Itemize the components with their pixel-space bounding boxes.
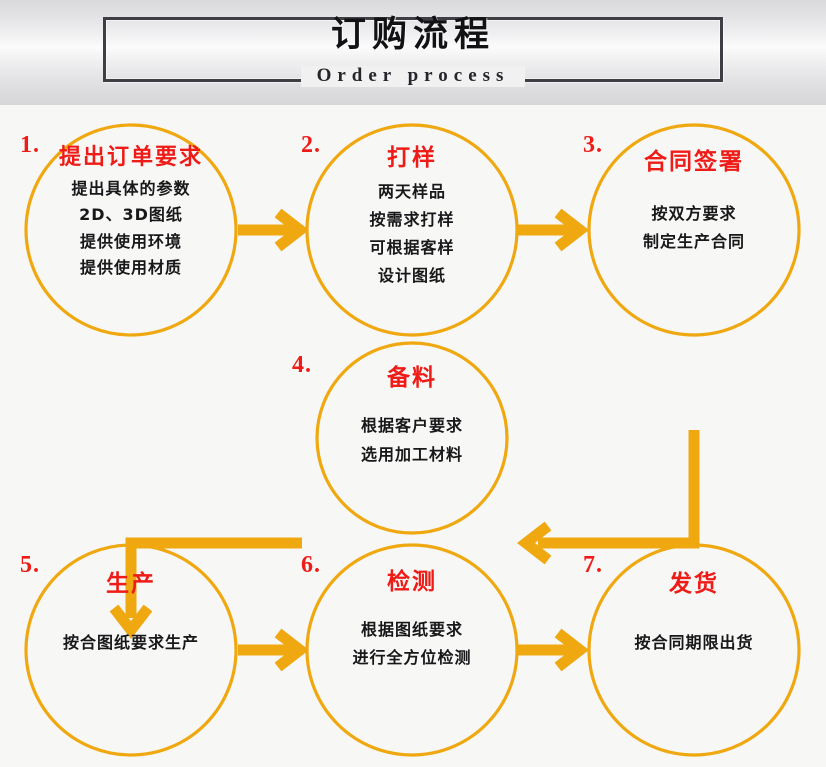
node-title-1: 提出订单要求 [58,145,203,170]
node-line: 按需求打样 [369,210,455,229]
node-line: 提出具体的参数 [71,179,191,198]
node-line: 根据图纸要求 [360,620,463,639]
flow-node-2[interactable]: 打样 两天样品 按需求打样 可根据客样 设计图纸 [307,125,517,335]
flow-node-6[interactable]: 检测 根据图纸要求 进行全方位检测 [307,545,517,755]
node-title-2: 打样 [387,145,437,171]
node-line: 制定生产合同 [642,232,745,251]
node-line: 提供使用材质 [79,258,182,278]
node-body-6: 根据图纸要求 进行全方位检测 [352,616,471,672]
step-number-3: 3. [583,132,603,158]
step-number-4: 4. [292,352,312,378]
step-number-2: 2. [301,132,321,158]
node-circle-3 [587,123,801,337]
node-line: 提供使用环境 [79,231,182,251]
step-number-7: 7. [583,552,603,578]
node-line: 根据客户要求 [360,416,463,435]
header-band: 订购流程 Order process [0,0,826,105]
page-title: 订购流程 [330,15,495,55]
node-circle-1 [24,123,238,337]
node-line: 进行全方位检测 [352,648,472,667]
node-circle-4 [315,341,509,535]
flow-node-3[interactable]: 合同签署 按双方要求 制定生产合同 [589,125,799,335]
node-line: 可根据客样 [369,238,455,257]
flow-node-5[interactable]: 生产 按合图纸要求生产 [26,545,236,755]
node-body-1: 提出具体的参数 2D、3D图纸 提供使用环境 提供使用材质 [71,176,190,282]
node-line: 按合同期限出货 [634,633,754,652]
step-number-5: 5. [20,552,40,578]
node-line: 选用加工材料 [360,444,463,464]
subtitle-row: Order process [0,65,826,87]
flow-node-7[interactable]: 发货 按合同期限出货 [589,545,799,755]
node-circle-2 [305,123,519,337]
step-number-1: 1. [20,132,40,158]
node-body-4: 根据客户要求 选用加工材料 [361,412,463,470]
node-title-3: 合同签署 [644,149,744,175]
flow-node-4[interactable]: 备料 根据客户要求 选用加工材料 [317,343,507,533]
node-circle-7 [587,543,801,757]
node-circle-5 [24,543,238,757]
step-number-6: 6. [301,552,321,578]
arrow-step5-to-step6 [238,628,309,672]
node-line: 两天样品 [377,182,446,201]
page-subtitle: Order process [300,65,526,87]
node-circle-6 [305,543,519,757]
flow-node-1[interactable]: 提出订单要求 提出具体的参数 2D、3D图纸 提供使用环境 提供使用材质 [26,125,236,335]
node-line: 2D、3D图纸 [79,205,183,225]
node-body-3: 按双方要求 制定生产合同 [643,200,745,256]
node-body-2: 两天样品 按需求打样 可根据客样 设计图纸 [369,178,454,290]
node-line: 按双方要求 [651,204,737,223]
node-title-7: 发货 [669,571,719,597]
arrow-step1-to-step2 [238,208,309,252]
node-line: 按合图纸要求生产 [62,633,199,652]
flow-diagram: .conn { stroke:#F0A811; stroke-width:11;… [0,105,826,767]
node-body-5: 按合图纸要求生产 [63,629,199,657]
arrow-step4-to-step5 [109,537,302,639]
arrow-step6-to-step7 [518,628,589,672]
connector-layer: .conn { stroke:#F0A811; stroke-width:11;… [24,123,801,757]
node-title-5: 生产 [106,571,156,597]
node-line: 设计图纸 [377,266,446,285]
node-body-7: 按合同期限出货 [634,629,753,657]
arrow-step3-to-step4 [517,430,700,565]
node-title-6: 检测 [387,569,437,595]
node-title-4: 备料 [387,365,437,391]
arrow-step2-to-step3 [518,208,589,252]
